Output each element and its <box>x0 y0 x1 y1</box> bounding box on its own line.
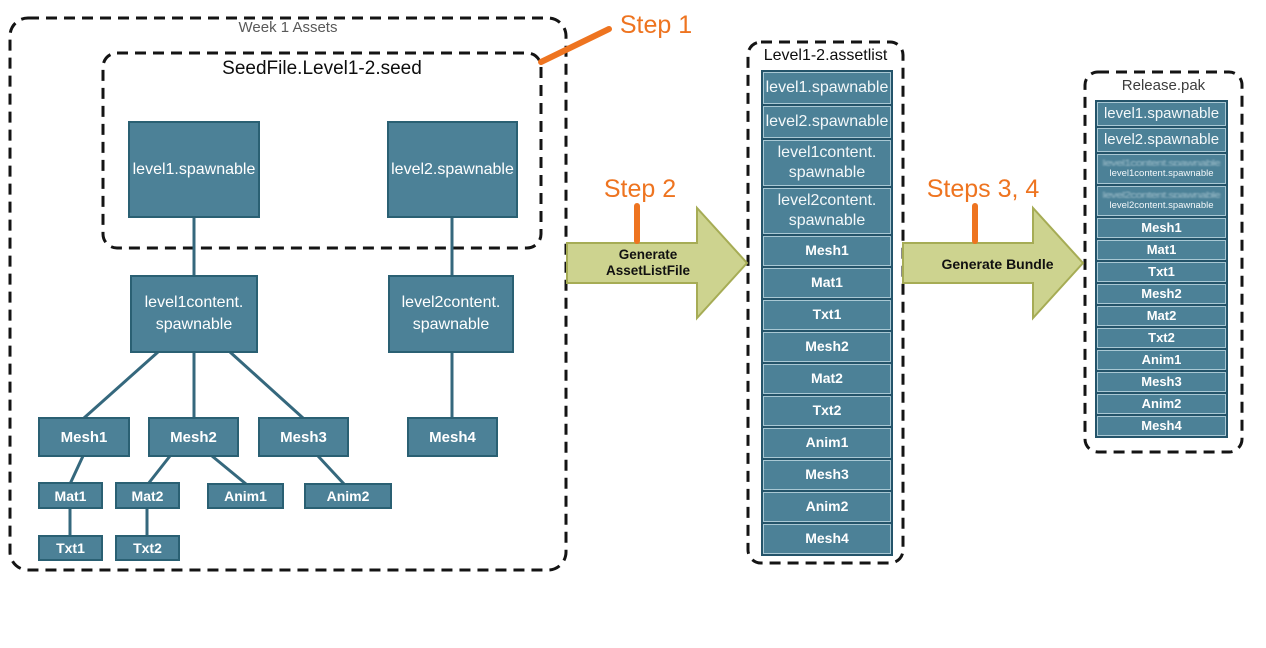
list-item: level2.spawnable <box>763 106 891 138</box>
list-item: Anim1 <box>763 428 891 458</box>
list-item-label: Mat2 <box>1146 307 1177 323</box>
list-item-label: level1.spawnable <box>765 79 889 96</box>
node-level1content-spawnable: level1content. spawnable <box>130 275 258 353</box>
list-item: level1.spawnable <box>763 72 891 104</box>
list-item: Mesh3 <box>763 460 891 490</box>
list-item: Anim2 <box>763 492 891 522</box>
list-item: Mesh4 <box>1097 416 1226 436</box>
list-item-label: Mesh3 <box>1141 373 1182 389</box>
list-item: Txt2 <box>1097 328 1226 348</box>
list-item: Mesh1 <box>1097 218 1226 238</box>
node-mesh1: Mesh1 <box>38 417 130 457</box>
node-txt2: Txt2 <box>115 535 180 561</box>
list-item-label: Mesh3 <box>805 466 849 483</box>
seedfile-dashed-box <box>101 51 543 250</box>
steps34-label: Steps 3, 4 <box>926 175 1040 203</box>
releasepak-dashed-box <box>1083 70 1244 454</box>
list-item-label: Mesh1 <box>1141 219 1182 235</box>
generate-assetlistfile-label: Generate AssetListFile <box>605 247 691 279</box>
step1-label: Step 1 <box>619 11 693 39</box>
assetlist-title: Level1-2.assetlist <box>763 47 888 64</box>
list-item-label: Mesh4 <box>1141 417 1182 433</box>
ghost-text: level1content.spawnable <box>1102 159 1221 166</box>
list-item: Mesh3 <box>1097 372 1226 392</box>
connector-mesh1-to-mat1 <box>68 455 85 485</box>
list-item-label: Mat2 <box>811 370 843 387</box>
list-item: Mesh4 <box>763 524 891 554</box>
list-item-label: level1content. spawnable <box>777 144 877 181</box>
list-item: Anim2 <box>1097 394 1226 414</box>
node-mat1: Mat1 <box>38 482 103 509</box>
list-item: Mesh2 <box>763 332 891 362</box>
list-item: level1content. spawnable <box>763 140 891 186</box>
list-item-label: Mesh2 <box>805 338 849 355</box>
list-item: level2.spawnable <box>1097 128 1226 152</box>
list-item: Mat2 <box>1097 306 1226 326</box>
ghost-text: level2content.spawnable <box>1102 191 1221 198</box>
list-item: Mat1 <box>1097 240 1226 260</box>
list-item-label: Txt1 <box>1148 263 1175 279</box>
releasepak-stack: level1.spawnable level2.spawnable level1co… <box>1095 100 1228 438</box>
list-item-label: level2.spawnable <box>1103 130 1220 148</box>
list-item: Mesh1 <box>763 236 891 266</box>
generate-bundle-arrow <box>902 205 1085 321</box>
list-item: Mat1 <box>763 268 891 298</box>
list-item-label: Anim2 <box>1141 395 1182 411</box>
list-item-label: Mat1 <box>1146 241 1177 257</box>
list-item: level1content.spawnable level1content.spa… <box>1097 154 1226 184</box>
assetlist-stack: level1.spawnable level2.spawnable level1co… <box>761 70 893 556</box>
step-pointers <box>538 26 978 244</box>
connector-content1-to-mesh1 <box>83 350 159 420</box>
list-item: Anim1 <box>1097 350 1226 370</box>
list-item-label: Mesh1 <box>805 242 849 259</box>
list-item: level2content.spawnable level2content.spa… <box>1097 186 1226 216</box>
list-item-label: Txt2 <box>812 402 842 419</box>
list-item: level1.spawnable <box>1097 102 1226 126</box>
node-txt1: Txt1 <box>38 535 103 561</box>
list-item-label: Anim1 <box>1141 351 1182 367</box>
list-item-label: Txt2 <box>1148 329 1175 345</box>
list-item-label: Anim2 <box>805 498 849 515</box>
node-mesh4: Mesh4 <box>407 417 498 457</box>
step1-pointer-line <box>538 26 612 65</box>
list-item: level2content. spawnable <box>763 188 891 234</box>
list-item-label: level2content. spawnable <box>777 192 877 229</box>
list-item-label: level2.spawnable <box>765 113 889 130</box>
list-item-label: Txt1 <box>812 306 842 323</box>
connector-mesh2-to-anim1 <box>211 454 247 486</box>
list-item: Txt1 <box>763 300 891 330</box>
list-item-label: Mesh2 <box>1141 285 1182 301</box>
node-mesh2: Mesh2 <box>148 417 239 457</box>
list-item: Mat2 <box>763 364 891 394</box>
tree-connectors <box>68 218 454 536</box>
list-item: Mesh2 <box>1097 284 1226 304</box>
list-item-label: Mesh4 <box>805 530 849 547</box>
seedfile-title: SeedFile.Level1-2.seed <box>222 58 422 79</box>
connector-content1-to-mesh3 <box>228 350 305 420</box>
node-anim2: Anim2 <box>304 483 392 509</box>
week1-assets-dashed-box <box>8 16 568 572</box>
step2-label: Step 2 <box>603 175 677 203</box>
node-mesh3: Mesh3 <box>258 417 349 457</box>
generate-bundle-label: Generate Bundle <box>941 256 1054 272</box>
list-item-label: level1.spawnable <box>1103 104 1220 122</box>
list-item: Txt1 <box>1097 262 1226 282</box>
node-anim1: Anim1 <box>207 483 284 509</box>
week1-assets-title: Week 1 Assets <box>238 19 338 36</box>
node-level2-spawnable: level2.spawnable <box>387 121 518 218</box>
list-item: Txt2 <box>763 396 891 426</box>
list-item-label: Anim1 <box>805 434 849 451</box>
releasepak-title: Release.pak <box>1121 77 1206 94</box>
node-mat2: Mat2 <box>115 482 180 509</box>
list-item-label: level2content.spawnable <box>1109 200 1214 212</box>
node-level1-spawnable: level1.spawnable <box>128 121 260 218</box>
list-item-label: level1content.spawnable <box>1109 168 1214 180</box>
list-item-label: Mat1 <box>811 274 843 291</box>
assetlist-dashed-box <box>746 40 905 565</box>
connector-mesh2-to-mat2 <box>146 455 172 485</box>
connector-mesh3-to-anim2 <box>316 454 346 486</box>
node-level2content-spawnable: level2content. spawnable <box>388 275 514 353</box>
generate-assetlistfile-arrow <box>566 205 749 321</box>
